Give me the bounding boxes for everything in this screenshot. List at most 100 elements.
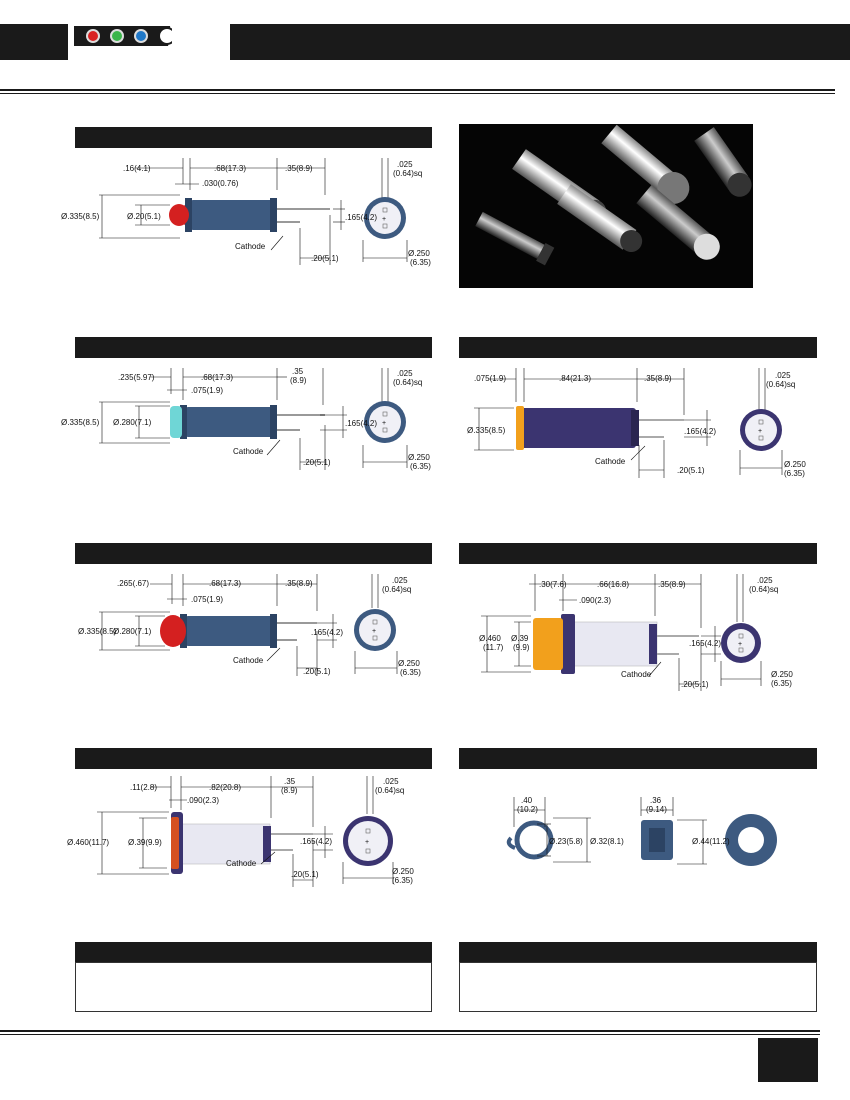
dim-label: Ø.335(8.5) — [78, 627, 117, 636]
cathode-label: Cathode — [233, 656, 264, 665]
dim-label: .16(4.1) — [123, 164, 151, 173]
dim-label: .20(5.1) — [291, 870, 319, 879]
dim-label: .165(4.2) — [345, 419, 377, 428]
dim-label: (8.9) — [290, 376, 307, 385]
header-rule-thin — [0, 93, 835, 94]
svg-text:+: + — [382, 420, 386, 427]
drawing-panel-4: + .265(.67) .68(17.3) .35(8.9) .075(1.9)… — [75, 566, 432, 686]
indicator-photo-5 — [557, 184, 643, 253]
dim-label: .82(20.8) — [209, 783, 241, 792]
dim-label: (6.35) — [410, 258, 431, 267]
drawing-panel-7: .40 (10.2) Ø.23(5.8) Ø.32(8.1) .36 (9.14… — [459, 772, 817, 882]
logo — [72, 24, 176, 48]
dim-label: Ø.250 — [392, 867, 414, 876]
dim-label: (10.2) — [517, 805, 538, 814]
dim-label: .30(7.6) — [539, 580, 567, 589]
dim-label: .025 — [397, 369, 413, 378]
dim-label: .20(5.1) — [303, 458, 331, 467]
svg-text:+: + — [382, 216, 386, 223]
section-header-4 — [75, 543, 432, 564]
dim-label: .11(2.8) — [130, 783, 157, 792]
dim-label: (0.64)sq — [749, 585, 778, 594]
dim-label: Ø.335(8.5) — [61, 418, 100, 427]
section-header-7 — [459, 748, 817, 769]
dim-label: .35(8.9) — [285, 164, 313, 173]
dim-label: .075(1.9) — [474, 374, 506, 383]
dim-label: .030(0.76) — [202, 179, 239, 188]
dim-label: (0.64)sq — [393, 169, 422, 178]
drawing-panel-3: + .075(1.9) .84(21.3) .35(8.9) Ø.335(8.5… — [459, 360, 817, 480]
svg-text:+: + — [758, 428, 762, 435]
dim-label: .075(1.9) — [191, 386, 223, 395]
led-logo-icon — [74, 26, 176, 46]
cathode-label: Cathode — [595, 457, 626, 466]
dim-label: Ø.39(9.9) — [128, 838, 162, 847]
page-number-block — [758, 1038, 818, 1082]
dim-label: (6.35) — [771, 679, 792, 688]
dim-label: .165(4.2) — [689, 639, 721, 648]
dim-label: .025 — [383, 777, 399, 786]
dim-label: .66(16.8) — [597, 580, 629, 589]
dim-label: (0.64)sq — [766, 380, 795, 389]
footer-rule — [0, 1030, 820, 1032]
dim-label: Ø.250 — [408, 453, 430, 462]
dim-label: .165(4.2) — [311, 628, 343, 637]
section-header-8 — [75, 942, 432, 963]
indicator-photo-6 — [636, 184, 720, 260]
section-header-2 — [75, 337, 432, 358]
drawing-panel-2: + .235(5.97) .68(17.3) .35 (8.9) .075(1.… — [61, 360, 432, 480]
section-header-9 — [459, 942, 817, 963]
dim-label: Ø.44(11.2) — [692, 837, 730, 846]
dim-label: .165(4.2) — [345, 213, 377, 222]
dim-label: .090(2.3) — [579, 596, 611, 605]
product-photo — [459, 124, 753, 288]
dim-label: Ø.250 — [408, 249, 430, 258]
dim-label: .025 — [757, 576, 773, 585]
dim-label: .35(8.9) — [285, 579, 313, 588]
svg-text:+: + — [365, 839, 369, 846]
note-box-right — [459, 962, 817, 1012]
svg-text:+: + — [738, 641, 742, 648]
dim-label: .68(17.3) — [209, 579, 241, 588]
dim-label: (6.35) — [392, 876, 413, 885]
indicator-photo-1 — [475, 211, 555, 266]
mounting-clip-icon — [506, 820, 554, 860]
section-header-5 — [459, 543, 817, 564]
hex-nut-side-icon — [641, 820, 673, 860]
note-box-left — [75, 962, 432, 1012]
dim-label: (6.35) — [784, 469, 805, 478]
dim-label: .235(5.97) — [118, 373, 155, 382]
dim-label: Ø.39 — [511, 634, 529, 643]
dim-label: .68(17.3) — [201, 373, 233, 382]
dim-label: Ø.32(8.1) — [590, 837, 624, 846]
indicator-photo-4 — [694, 127, 752, 197]
section-header-6 — [75, 748, 432, 769]
dim-label: .025 — [775, 371, 791, 380]
dim-label: Ø.280(7.1) — [113, 418, 152, 427]
section-header-3 — [459, 337, 817, 358]
dim-label: Ø.460(11.7) — [67, 838, 109, 847]
cathode-label: Cathode — [226, 859, 257, 868]
dim-label: (0.64)sq — [393, 378, 422, 387]
dim-label: Ø.23(5.8) — [549, 837, 583, 846]
cathode-label: Cathode — [233, 447, 264, 456]
dim-label: .35(8.9) — [644, 374, 672, 383]
dim-label: .025 — [397, 160, 413, 169]
dim-label: .20(5.1) — [677, 466, 705, 475]
dim-label: .68(17.3) — [214, 164, 246, 173]
dim-label: (6.35) — [400, 668, 421, 677]
dim-label: (6.35) — [410, 462, 431, 471]
cathode-label: Cathode — [621, 670, 652, 679]
dim-label: (0.64)sq — [375, 786, 404, 795]
dim-label: Ø.250 — [771, 670, 793, 679]
dim-label: Ø.335(8.5) — [467, 426, 506, 435]
dim-label: Ø.250 — [398, 659, 420, 668]
dim-label: Ø.250 — [784, 460, 806, 469]
dim-label: (9.14) — [646, 805, 667, 814]
dim-label: .165(4.2) — [300, 837, 332, 846]
dim-label: .075(1.9) — [191, 595, 223, 604]
dim-label: Ø.280(7.1) — [113, 627, 152, 636]
dim-label: .20(5.1) — [681, 680, 709, 689]
header-rule — [0, 89, 835, 91]
section-header-1 — [75, 127, 432, 148]
